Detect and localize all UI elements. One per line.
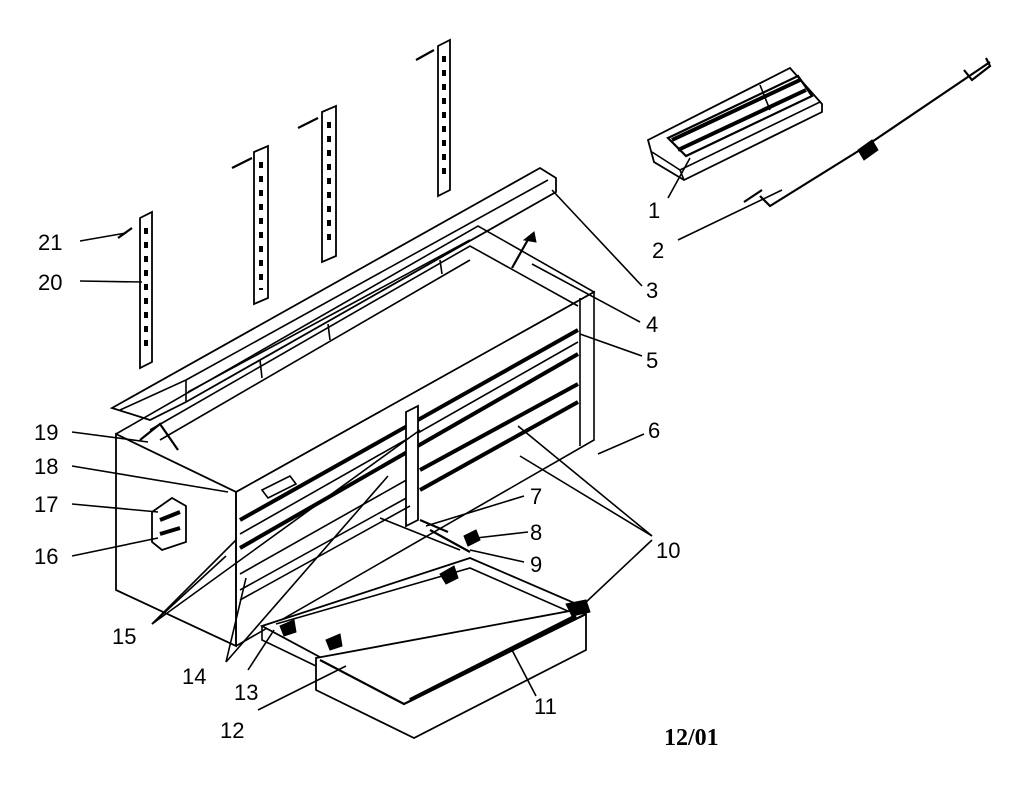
- callout-19: 19: [34, 420, 58, 445]
- callout-8: 8: [530, 520, 542, 545]
- callout-20: 20: [38, 270, 62, 295]
- callout-11: 11: [534, 694, 557, 719]
- callout-12: 12: [220, 718, 244, 743]
- callout-16: 16: [34, 544, 58, 569]
- callout-9: 9: [530, 552, 542, 577]
- callout-1: 1: [648, 198, 660, 223]
- callout-3: 3: [646, 278, 658, 303]
- callout-4: 4: [646, 312, 658, 337]
- callout-17: 17: [34, 492, 58, 517]
- callout-7: 7: [530, 484, 542, 509]
- callout-6: 6: [648, 418, 660, 443]
- callout-5: 5: [646, 348, 658, 373]
- part-hardware: [419, 518, 481, 553]
- part-drawer-slides: [117, 38, 451, 370]
- callout-13: 13: [234, 680, 258, 705]
- callout-15: 15: [112, 624, 136, 649]
- leader-lines: [71, 157, 783, 711]
- callout-2: 2: [652, 238, 664, 263]
- part-tote-tray: [646, 66, 823, 182]
- callout-18: 18: [34, 454, 58, 479]
- callout-21: 21: [38, 230, 62, 255]
- callout-labels: 1 2 3 4 5 6 7 8 9 10 11 12 13 14 15 16 1…: [34, 198, 680, 743]
- callout-14: 14: [182, 664, 206, 689]
- part-chest-body: [109, 166, 596, 648]
- date-code: 12/01: [664, 725, 719, 751]
- callout-10: 10: [656, 538, 680, 563]
- part-lock-rod: [743, 57, 992, 208]
- part-drawer: [259, 557, 591, 740]
